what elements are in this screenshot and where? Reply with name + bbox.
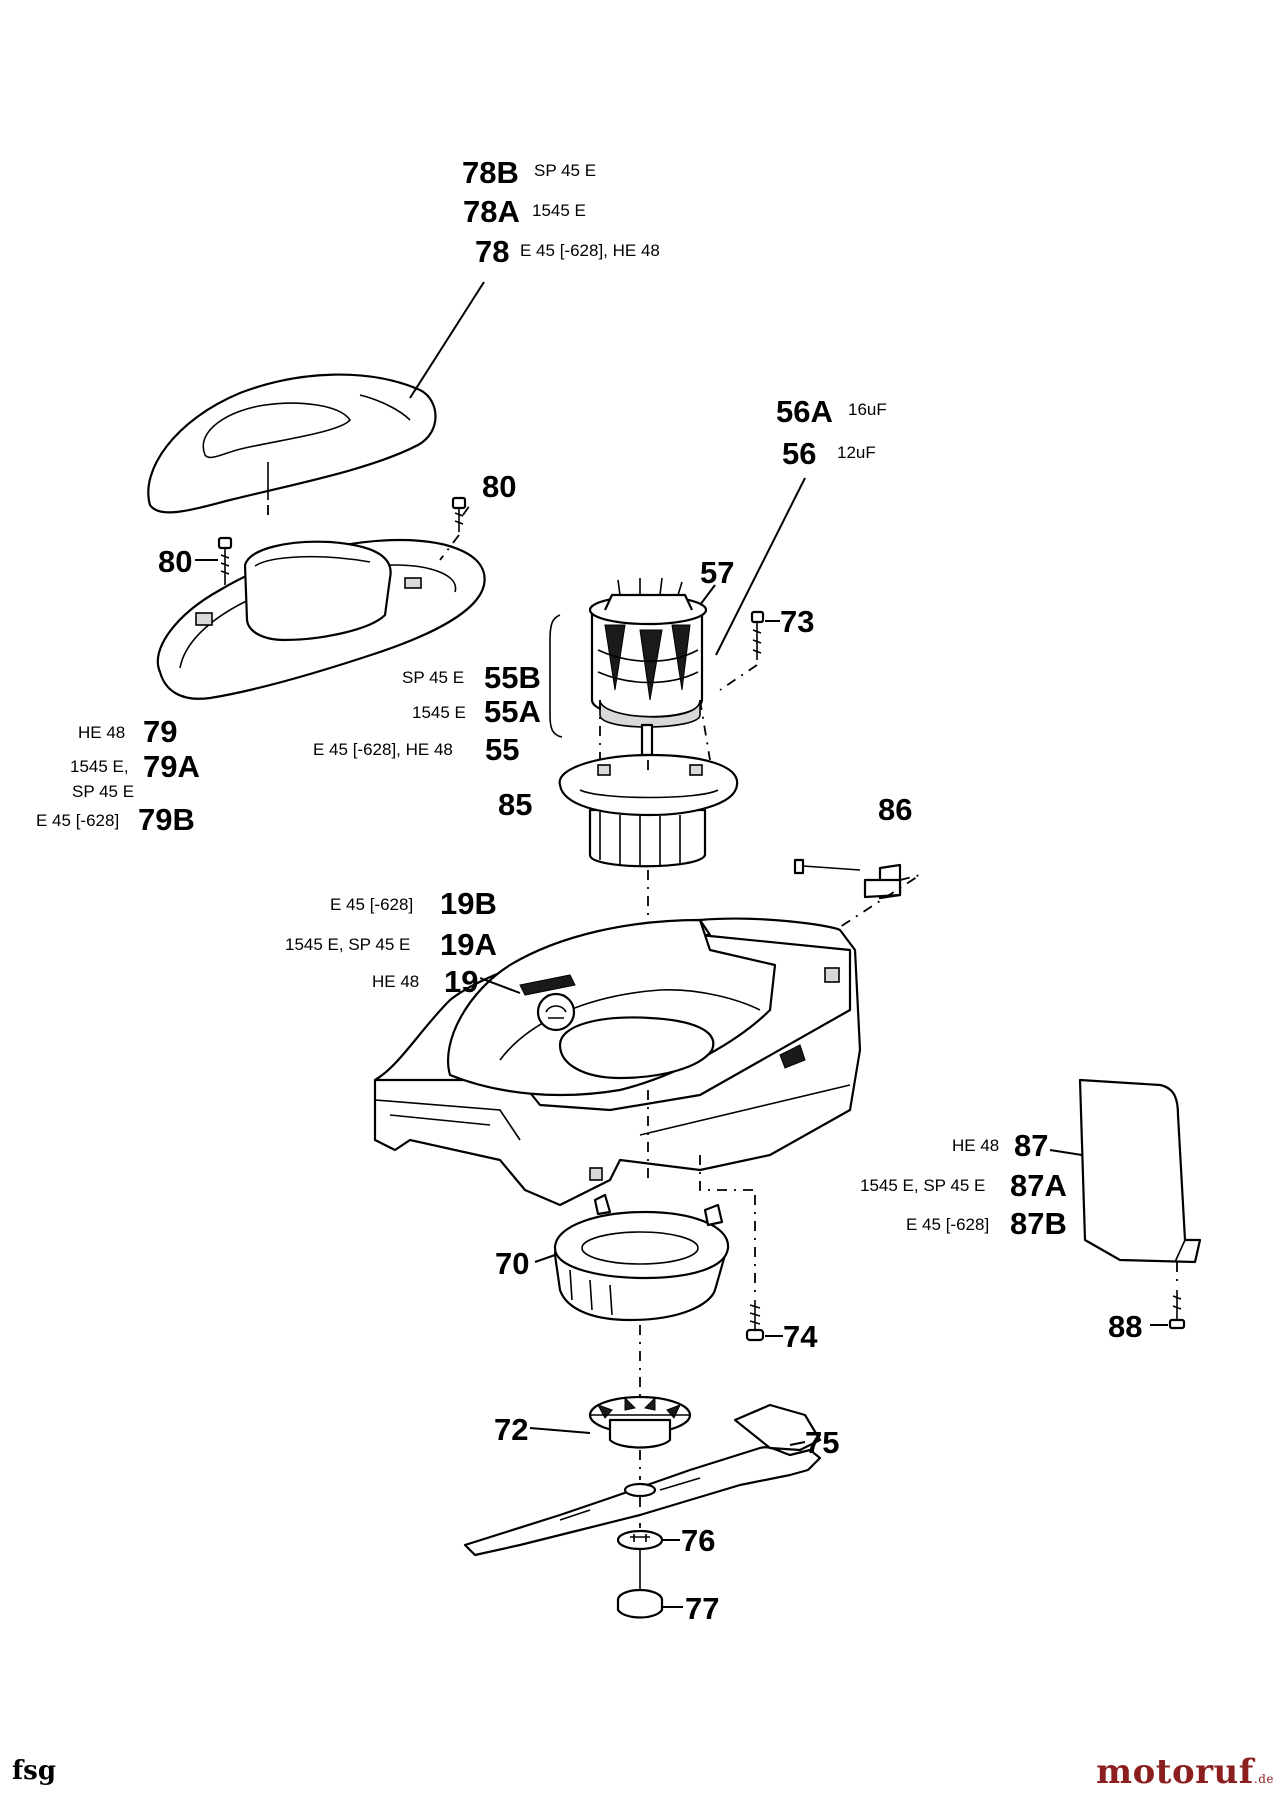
leader-56 bbox=[715, 477, 806, 656]
variant-19: HE 48 bbox=[372, 972, 419, 991]
variant-19b: E 45 [-628] bbox=[330, 895, 413, 914]
axis-screw-73 bbox=[719, 664, 758, 691]
leader-87 bbox=[1049, 1149, 1083, 1156]
top-cover-part bbox=[147, 373, 437, 514]
callout-74: 74 bbox=[783, 1319, 818, 1354]
axis-motor-3 bbox=[599, 699, 711, 761]
variant-55b: SP 45 E bbox=[402, 668, 464, 687]
axis-86 bbox=[819, 874, 921, 941]
callout-76: 76 bbox=[681, 1523, 715, 1558]
variant-78b: SP 45 E bbox=[534, 161, 596, 180]
motor-part bbox=[588, 577, 708, 757]
callout-79b: 79B bbox=[138, 802, 195, 837]
variant-78a: 1545 E bbox=[532, 201, 586, 220]
variant-19a: 1545 E, SP 45 E bbox=[285, 935, 410, 954]
leader-78 bbox=[409, 281, 485, 399]
callout-80-right: 80 bbox=[482, 469, 516, 504]
callout-19b: 19B bbox=[440, 886, 497, 921]
callout-19a: 19A bbox=[440, 927, 497, 962]
axis-screw-80 bbox=[439, 504, 471, 561]
screw-80-left bbox=[217, 536, 233, 585]
callout-78: 78 bbox=[475, 234, 509, 269]
mower-deck-part bbox=[373, 917, 862, 1207]
variant-56a: 16uF bbox=[848, 400, 887, 419]
screw-80-right bbox=[451, 496, 467, 532]
variant-56: 12uF bbox=[837, 443, 876, 462]
brand-suffix: .de bbox=[1253, 1772, 1274, 1786]
bracket-55 bbox=[549, 614, 563, 738]
variant-87a: 1545 E, SP 45 E bbox=[860, 1176, 985, 1195]
callout-73: 73 bbox=[780, 604, 814, 639]
callout-55b: 55B bbox=[484, 660, 541, 695]
callout-79a: 79A bbox=[143, 749, 200, 784]
callout-19: 19 bbox=[444, 964, 478, 999]
callout-79: 79 bbox=[143, 714, 177, 749]
callout-56a: 56A bbox=[776, 394, 833, 429]
variant-87b: E 45 [-628] bbox=[906, 1215, 989, 1234]
callout-57: 57 bbox=[700, 555, 734, 590]
variant-55: E 45 [-628], HE 48 bbox=[313, 740, 453, 759]
diagram-code: fsg bbox=[12, 1756, 57, 1786]
callout-77: 77 bbox=[685, 1591, 719, 1626]
variant-55a: 1545 E bbox=[412, 703, 466, 722]
screw-88 bbox=[1168, 1290, 1186, 1330]
callout-55a: 55A bbox=[484, 694, 541, 729]
callout-70: 70 bbox=[495, 1246, 529, 1281]
callout-55: 55 bbox=[485, 732, 519, 767]
leader-70 bbox=[534, 1254, 556, 1263]
leader-19 bbox=[479, 977, 521, 994]
callout-56: 56 bbox=[782, 436, 816, 471]
variant-79: HE 48 bbox=[78, 723, 125, 742]
callout-78a: 78A bbox=[463, 194, 520, 229]
variant-87: HE 48 bbox=[952, 1136, 999, 1155]
fan-part bbox=[588, 1395, 692, 1449]
motor-cup-part bbox=[553, 1193, 730, 1322]
callout-88: 88 bbox=[1108, 1309, 1142, 1344]
callout-75: 75 bbox=[805, 1425, 839, 1460]
screw-74 bbox=[745, 1300, 765, 1342]
leader-72 bbox=[529, 1427, 591, 1434]
variant-79b: E 45 [-628] bbox=[36, 811, 119, 830]
screw-73 bbox=[750, 610, 765, 660]
bolt-part bbox=[616, 1550, 664, 1619]
brand-watermark: motoruf.de bbox=[1096, 1752, 1274, 1792]
variant-79a: 1545 E, bbox=[70, 757, 129, 776]
rear-flap-part bbox=[1078, 1078, 1202, 1264]
leader-75 bbox=[789, 1441, 806, 1446]
callout-72: 72 bbox=[494, 1412, 528, 1447]
callout-85: 85 bbox=[498, 787, 532, 822]
motor-flange-part bbox=[558, 753, 739, 868]
brand-name: motoruf bbox=[1096, 1752, 1254, 1792]
variant-79a-second: SP 45 E bbox=[72, 782, 134, 801]
blade-part bbox=[463, 1403, 822, 1557]
callout-87a: 87A bbox=[1010, 1168, 1067, 1203]
leader-57 bbox=[699, 584, 716, 606]
callout-80-left: 80 bbox=[158, 544, 192, 579]
callout-87: 87 bbox=[1014, 1128, 1048, 1163]
variant-78: E 45 [-628], HE 48 bbox=[520, 241, 660, 260]
motor-housing-part bbox=[156, 538, 486, 700]
callout-78b: 78B bbox=[462, 155, 519, 190]
callout-87b: 87B bbox=[1010, 1206, 1067, 1241]
washer-part bbox=[616, 1529, 664, 1551]
bracket-86-part bbox=[793, 858, 902, 900]
callout-86: 86 bbox=[878, 792, 912, 827]
axis-deck-2 bbox=[699, 1155, 755, 1191]
